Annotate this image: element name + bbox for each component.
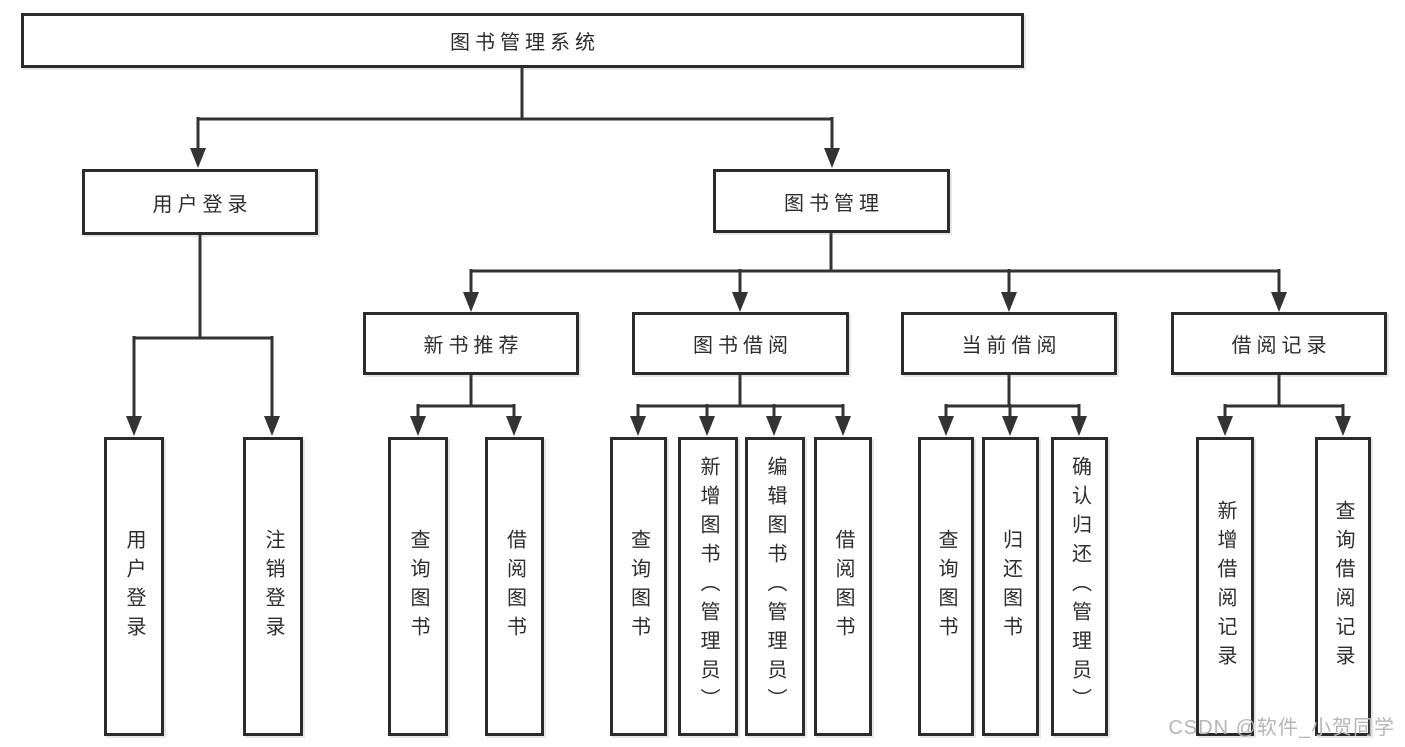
- leaf-confirm-return-admin-label: 确认归还（管理员）: [1068, 456, 1091, 717]
- leaf-add-borrow-record-label: 新增借阅记录: [1214, 499, 1236, 674]
- node-book-management-label: 图书管理: [784, 192, 884, 215]
- leaf-logout: 注销登录: [243, 437, 303, 736]
- node-book-borrowing-label: 图书借阅: [693, 335, 793, 357]
- leaf-add-books-admin-label: 新增图书（管理员）: [697, 456, 719, 717]
- leaf-return-books: 归还图书: [982, 437, 1039, 736]
- node-book-management: 图书管理: [713, 169, 950, 233]
- leaf-user-login: 用户登录: [104, 437, 164, 736]
- leaf-query-books-borrowing-label: 查询图书: [627, 528, 650, 645]
- leaf-query-books-current: 查询图书: [918, 437, 974, 736]
- node-system-root: 图书管理系统: [21, 13, 1024, 68]
- leaf-query-books-recommend-label: 查询图书: [407, 528, 429, 645]
- node-user-login-section: 用户登录: [82, 169, 318, 235]
- leaf-confirm-return-admin: 确认归还（管理员）: [1051, 437, 1108, 736]
- leaf-return-books-label: 归还图书: [999, 528, 1022, 645]
- leaf-logout-label: 注销登录: [262, 528, 284, 645]
- leaf-add-borrow-record: 新增借阅记录: [1196, 437, 1254, 736]
- node-system-root-label: 图书管理系统: [450, 32, 600, 54]
- csdn-watermark: CSDN @软件_小贺同学: [1168, 717, 1395, 739]
- node-current-borrowing: 当前借阅: [901, 312, 1117, 375]
- node-current-borrowing-label: 当前借阅: [961, 335, 1062, 357]
- node-borrowing-records-label: 借阅记录: [1231, 335, 1332, 357]
- node-new-book-recommend-label: 新书推荐: [423, 335, 524, 357]
- node-user-login-section-label: 用户登录: [152, 193, 253, 216]
- leaf-query-books-current-label: 查询图书: [935, 528, 957, 645]
- leaf-query-books-borrowing: 查询图书: [610, 437, 667, 736]
- leaf-borrow-books: 借阅图书: [814, 437, 872, 736]
- arrowheads: [126, 148, 1351, 436]
- node-new-book-recommend: 新书推荐: [363, 312, 579, 375]
- leaf-edit-books-admin: 编辑图书（管理员）: [745, 437, 805, 736]
- leaf-borrow-books-label: 借阅图书: [832, 528, 854, 645]
- leaf-borrow-books-recommend-label: 借阅图书: [503, 528, 526, 645]
- leaf-query-borrow-record: 查询借阅记录: [1315, 437, 1371, 736]
- leaf-query-borrow-record-label: 查询借阅记录: [1332, 499, 1354, 674]
- leaf-user-login-label: 用户登录: [123, 528, 145, 645]
- leaf-edit-books-admin-label: 编辑图书（管理员）: [764, 456, 786, 717]
- leaf-add-books-admin: 新增图书（管理员）: [678, 437, 738, 736]
- leaf-query-books-recommend: 查询图书: [388, 437, 448, 736]
- node-borrowing-records: 借阅记录: [1171, 312, 1387, 375]
- leaf-borrow-books-recommend: 借阅图书: [485, 437, 544, 736]
- node-book-borrowing: 图书借阅: [632, 312, 849, 375]
